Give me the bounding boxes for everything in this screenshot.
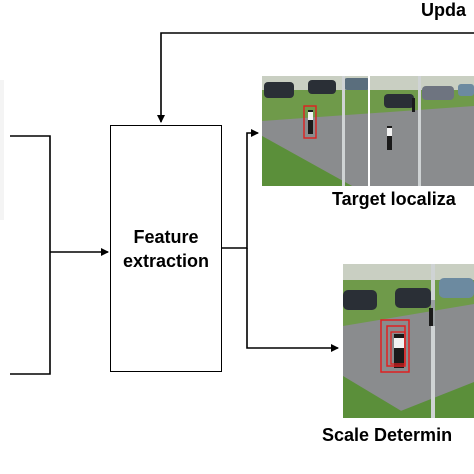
scale-determination-image — [343, 264, 474, 418]
feature-to-scale-arrow — [246, 248, 339, 352]
feature-label-line1: Feature — [133, 226, 199, 247]
scale-box-inner — [390, 331, 406, 365]
scale-box-outer — [380, 319, 410, 373]
target-localization-image — [262, 76, 474, 186]
input-image-edge — [0, 80, 4, 220]
update-feedback-arrow — [157, 32, 474, 123]
update-label: Upda — [421, 0, 466, 20]
feature-label-line2: extraction — [122, 250, 210, 271]
feature-extraction-label: Feature extraction — [123, 225, 209, 273]
video-frame-icon — [262, 76, 474, 186]
input-bracket-line — [10, 135, 51, 375]
feature-extraction-box: Feature extraction — [110, 125, 222, 372]
bounding-box — [303, 105, 317, 139]
scale-determination-label: Scale Determin — [322, 425, 453, 445]
target-localization-label: Target localiza — [332, 189, 456, 209]
video-frame-icon — [343, 264, 474, 418]
feature-to-target-arrow — [222, 129, 259, 249]
